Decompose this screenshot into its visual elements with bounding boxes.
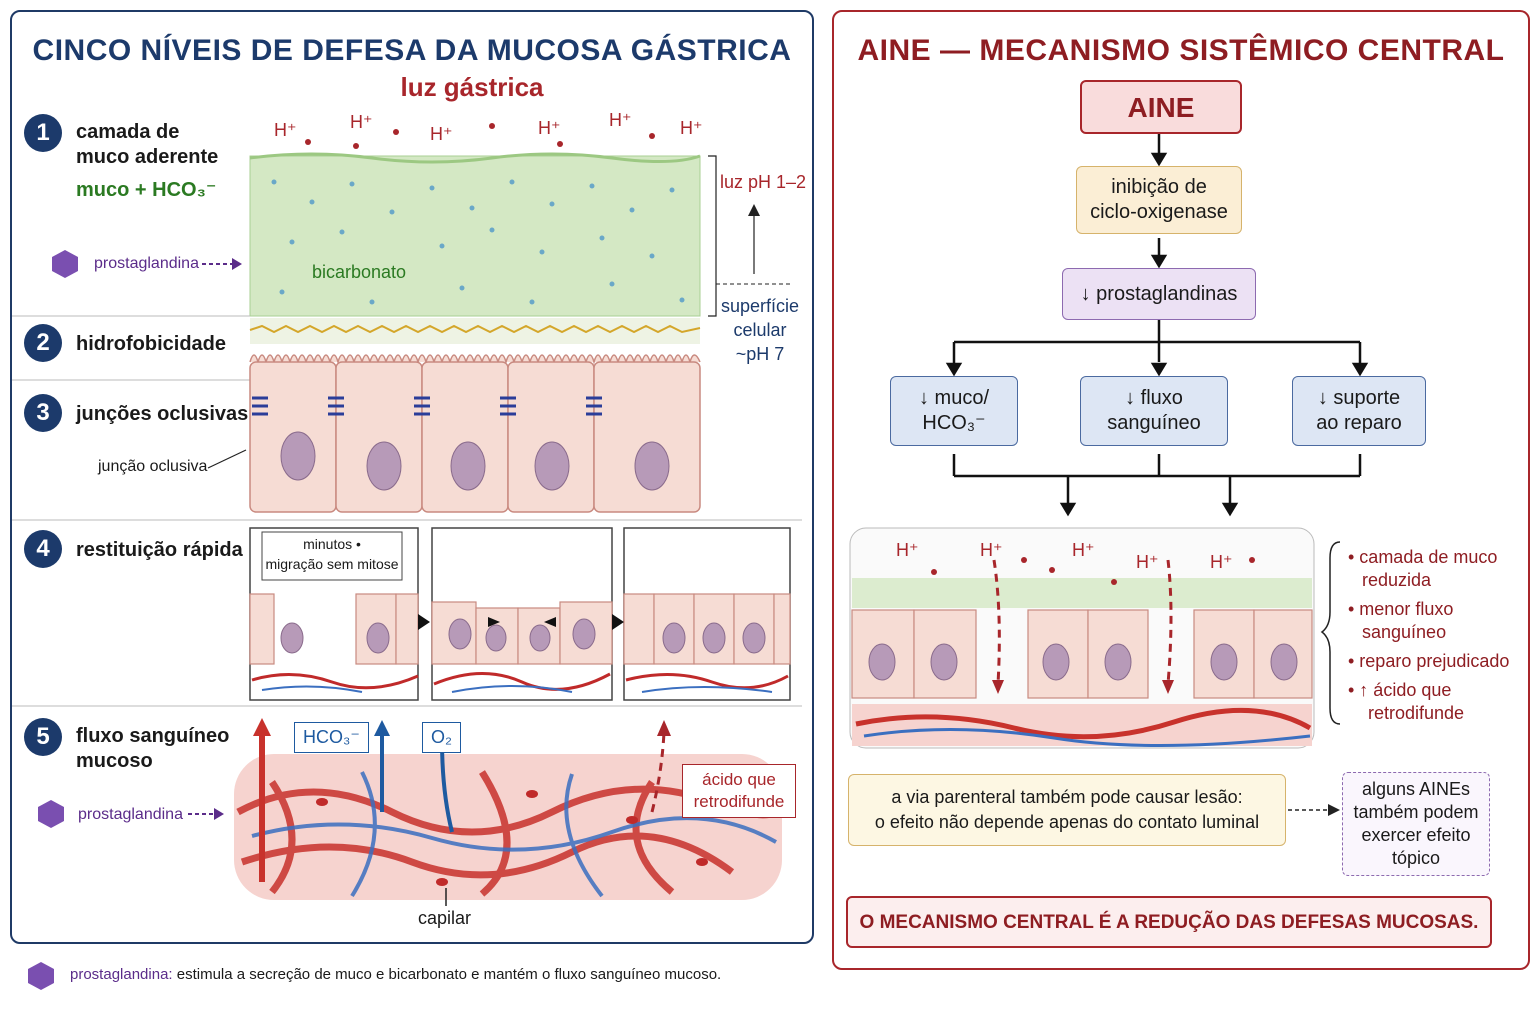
lumen-label: luz gástrica bbox=[400, 72, 544, 102]
hplus-ion: H⁺ bbox=[1136, 552, 1159, 572]
capillary-label: capilar bbox=[418, 908, 472, 928]
hplus-ion: H⁺ bbox=[1210, 552, 1233, 572]
bicarbonate-dots bbox=[271, 179, 685, 305]
left-title: CINCO NÍVEIS DE DEFESA DA MUCOSA GÁSTRIC… bbox=[32, 34, 792, 67]
level-4-label: restituição rápida bbox=[76, 539, 243, 561]
restitution-note: minutos •migração sem mitose bbox=[265, 536, 399, 572]
level-3-badge: 3 bbox=[24, 394, 62, 432]
bicarbonate-label: bicarbonato bbox=[312, 262, 407, 282]
level-3-label: junções oclusivas bbox=[76, 403, 249, 425]
right-title: AINE — MECANISMO SISTÊMICO CENTRAL bbox=[857, 34, 1505, 67]
level-4-badge: 4 bbox=[24, 530, 62, 568]
footnote-term: prostaglandina: bbox=[70, 966, 173, 983]
epithelial-cells bbox=[249, 361, 701, 513]
capillary-network bbox=[234, 754, 784, 900]
level-1-badge: 1 bbox=[24, 114, 62, 152]
right-panel: AINE — MECANISMO SISTÊMICO CENTRAL bbox=[832, 10, 1530, 970]
hplus-ion: H⁺ bbox=[609, 110, 632, 130]
effect-mucus-box: ↓ muco/HCO₃⁻ bbox=[890, 376, 1018, 446]
conclusion-banner: O MECANISMO CENTRAL É A REDUÇÃO DAS DEFE… bbox=[846, 896, 1492, 948]
hplus-ion: H⁺ bbox=[980, 540, 1003, 560]
hplus-ion: H⁺ bbox=[896, 540, 919, 560]
footnote: prostaglandina: estimula a secreção de m… bbox=[70, 966, 721, 983]
hco3-tag: HCO₃⁻ bbox=[294, 722, 369, 753]
prostaglandin-icon bbox=[38, 800, 64, 828]
hplus-ion: H⁺ bbox=[274, 120, 297, 140]
prostaglandin-label-1: prostaglandina bbox=[94, 255, 199, 272]
hplus-ion: H⁺ bbox=[538, 118, 561, 138]
level-5-badge: 5 bbox=[24, 718, 62, 756]
parenteral-note: a via parenteral também pode causar lesã… bbox=[848, 774, 1286, 846]
level-2-label: hidrofobicidade bbox=[76, 333, 226, 355]
mucus-layer bbox=[249, 155, 701, 317]
hplus-ion: H⁺ bbox=[1072, 540, 1095, 560]
tight-junction-label: junção oclusiva bbox=[98, 458, 208, 475]
defense-illustration: H⁺ H⁺ H⁺ H⁺ H⁺ H⁺ bbox=[12, 110, 802, 906]
left-panel: CINCO NÍVEIS DE DEFESA DA MUCOSA GÁSTRIC… bbox=[10, 10, 814, 944]
footnote-text: estimula a secreção de muco e bicarbonat… bbox=[176, 966, 722, 983]
mucus-bicarb-label: muco + HCO₃⁻ bbox=[76, 179, 217, 201]
nsaid-flow-arrows: H⁺ H⁺ H⁺ H⁺ H⁺ bbox=[849, 134, 1369, 816]
aine-box: AINE bbox=[1080, 80, 1242, 134]
hydrophobic-layer bbox=[249, 324, 701, 334]
prostaglandin-label-2: prostaglandina bbox=[78, 806, 183, 823]
hplus-ions: H⁺ H⁺ H⁺ H⁺ H⁺ H⁺ bbox=[274, 110, 703, 149]
consequence-item: • reparo prejudicado bbox=[1348, 651, 1510, 671]
level-2-badge: 2 bbox=[24, 324, 62, 362]
prostaglandin-decrease-box: ↓ prostaglandinas bbox=[1062, 268, 1256, 320]
prostaglandin-icon bbox=[28, 962, 54, 990]
microvilli bbox=[249, 354, 701, 365]
nuclei bbox=[280, 431, 670, 491]
hplus-ion: H⁺ bbox=[350, 112, 373, 132]
o2-tag: O₂ bbox=[422, 722, 461, 753]
hplus-ion: H⁺ bbox=[680, 118, 703, 138]
lumen-ph-label: luz pH 1–2 bbox=[720, 172, 807, 192]
damaged-mucosa: H⁺ H⁺ H⁺ H⁺ H⁺ bbox=[849, 527, 1315, 749]
tight-junctions bbox=[252, 396, 602, 416]
hplus-ion: H⁺ bbox=[430, 124, 453, 144]
